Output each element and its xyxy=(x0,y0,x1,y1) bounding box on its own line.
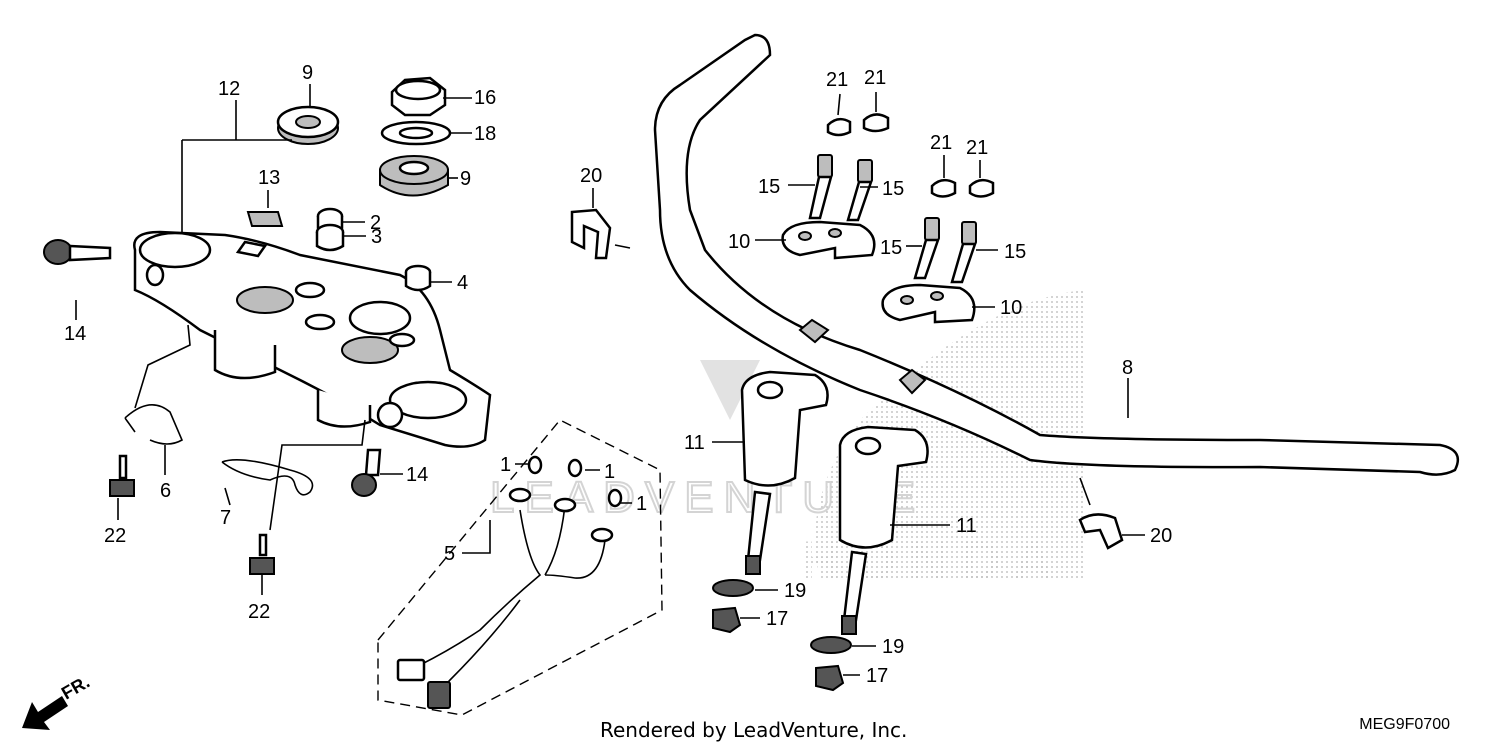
callout-20: 20 xyxy=(1150,525,1172,547)
nut-17-left xyxy=(712,606,742,634)
callout-1: 1 xyxy=(636,493,647,515)
callout-19: 19 xyxy=(784,580,806,602)
callout-9: 9 xyxy=(460,168,471,190)
handlebar-8 xyxy=(653,33,1460,476)
washer-19-left xyxy=(712,579,754,597)
callout-3: 3 xyxy=(371,226,382,248)
bolt-14-left xyxy=(43,239,112,265)
callout-15: 15 xyxy=(1004,241,1026,263)
holder-10-upper xyxy=(781,220,876,260)
callout-21: 21 xyxy=(930,132,952,154)
callout-22: 22 xyxy=(104,525,126,547)
plug-4 xyxy=(404,264,432,292)
callout-21: 21 xyxy=(826,69,848,91)
switch-harness-5 xyxy=(377,419,663,716)
plug-3 xyxy=(315,223,345,252)
clamp-20-right xyxy=(1078,513,1124,550)
callout-11: 11 xyxy=(956,515,977,537)
callout-8: 8 xyxy=(1122,357,1133,379)
callout-15: 15 xyxy=(880,237,902,259)
clip-7 xyxy=(221,458,314,496)
callout-2: 2 xyxy=(370,212,381,234)
riser-11-left xyxy=(740,370,829,575)
top-bridge xyxy=(133,230,492,448)
callout-11: 11 xyxy=(684,432,705,454)
cap-21-c xyxy=(930,178,957,198)
callout-20: 20 xyxy=(580,165,602,187)
callout-19: 19 xyxy=(882,636,904,658)
callout-21: 21 xyxy=(966,137,988,159)
callout-1: 1 xyxy=(500,454,511,476)
nut-16 xyxy=(390,76,447,117)
bearing-9-upper xyxy=(276,105,340,145)
clip-6 xyxy=(124,404,184,445)
callout-9: 9 xyxy=(302,62,313,84)
callout-7: 7 xyxy=(220,507,231,529)
bolt-15-d xyxy=(950,221,977,284)
plate-13 xyxy=(246,211,284,227)
clamp-20-left xyxy=(570,208,631,260)
callout-16: 16 xyxy=(474,87,496,109)
bolt-15-a xyxy=(808,154,833,220)
riser-11-right xyxy=(838,425,929,635)
bolt-14-right xyxy=(351,448,382,497)
cap-21-b xyxy=(862,113,890,133)
callout-15: 15 xyxy=(758,176,780,198)
callout-1: 1 xyxy=(604,461,615,483)
callout-12: 12 xyxy=(218,78,240,100)
bolt-15-b xyxy=(846,159,873,222)
render-credit: Rendered by LeadVenture, Inc. xyxy=(600,718,908,742)
callout-13: 13 xyxy=(258,167,280,189)
callout-4: 4 xyxy=(457,272,468,294)
bolt-22-right xyxy=(249,533,275,575)
bolt-22-left xyxy=(109,454,135,497)
cap-21-a xyxy=(826,117,852,137)
holder-10-lower xyxy=(881,283,976,324)
callout-10: 10 xyxy=(728,231,750,253)
callout-15: 15 xyxy=(882,178,904,200)
callout-6: 6 xyxy=(160,480,171,502)
bearing-9-lower xyxy=(379,155,449,197)
leader-lines xyxy=(75,84,1145,676)
callout-5: 5 xyxy=(444,543,455,565)
callout-14: 14 xyxy=(406,464,428,486)
washer-18 xyxy=(380,120,452,146)
callout-18: 18 xyxy=(474,123,496,145)
washer-19-right xyxy=(810,636,852,654)
callout-17: 17 xyxy=(866,665,888,687)
callout-17: 17 xyxy=(766,608,788,630)
diagram-code: MEG9F0700 xyxy=(1359,716,1450,733)
callout-10: 10 xyxy=(1000,297,1022,319)
nut-17-right xyxy=(815,664,845,692)
bolt-15-c xyxy=(913,217,940,280)
cap-21-d xyxy=(968,178,995,198)
front-arrow-icon xyxy=(22,696,68,730)
callout-21: 21 xyxy=(864,67,886,89)
callout-22: 22 xyxy=(248,601,270,623)
callouts: 12 9 16 18 9 13 2 3 4 14 14 6 7 22 22 1 … xyxy=(64,62,1172,687)
callout-14: 14 xyxy=(64,323,86,345)
